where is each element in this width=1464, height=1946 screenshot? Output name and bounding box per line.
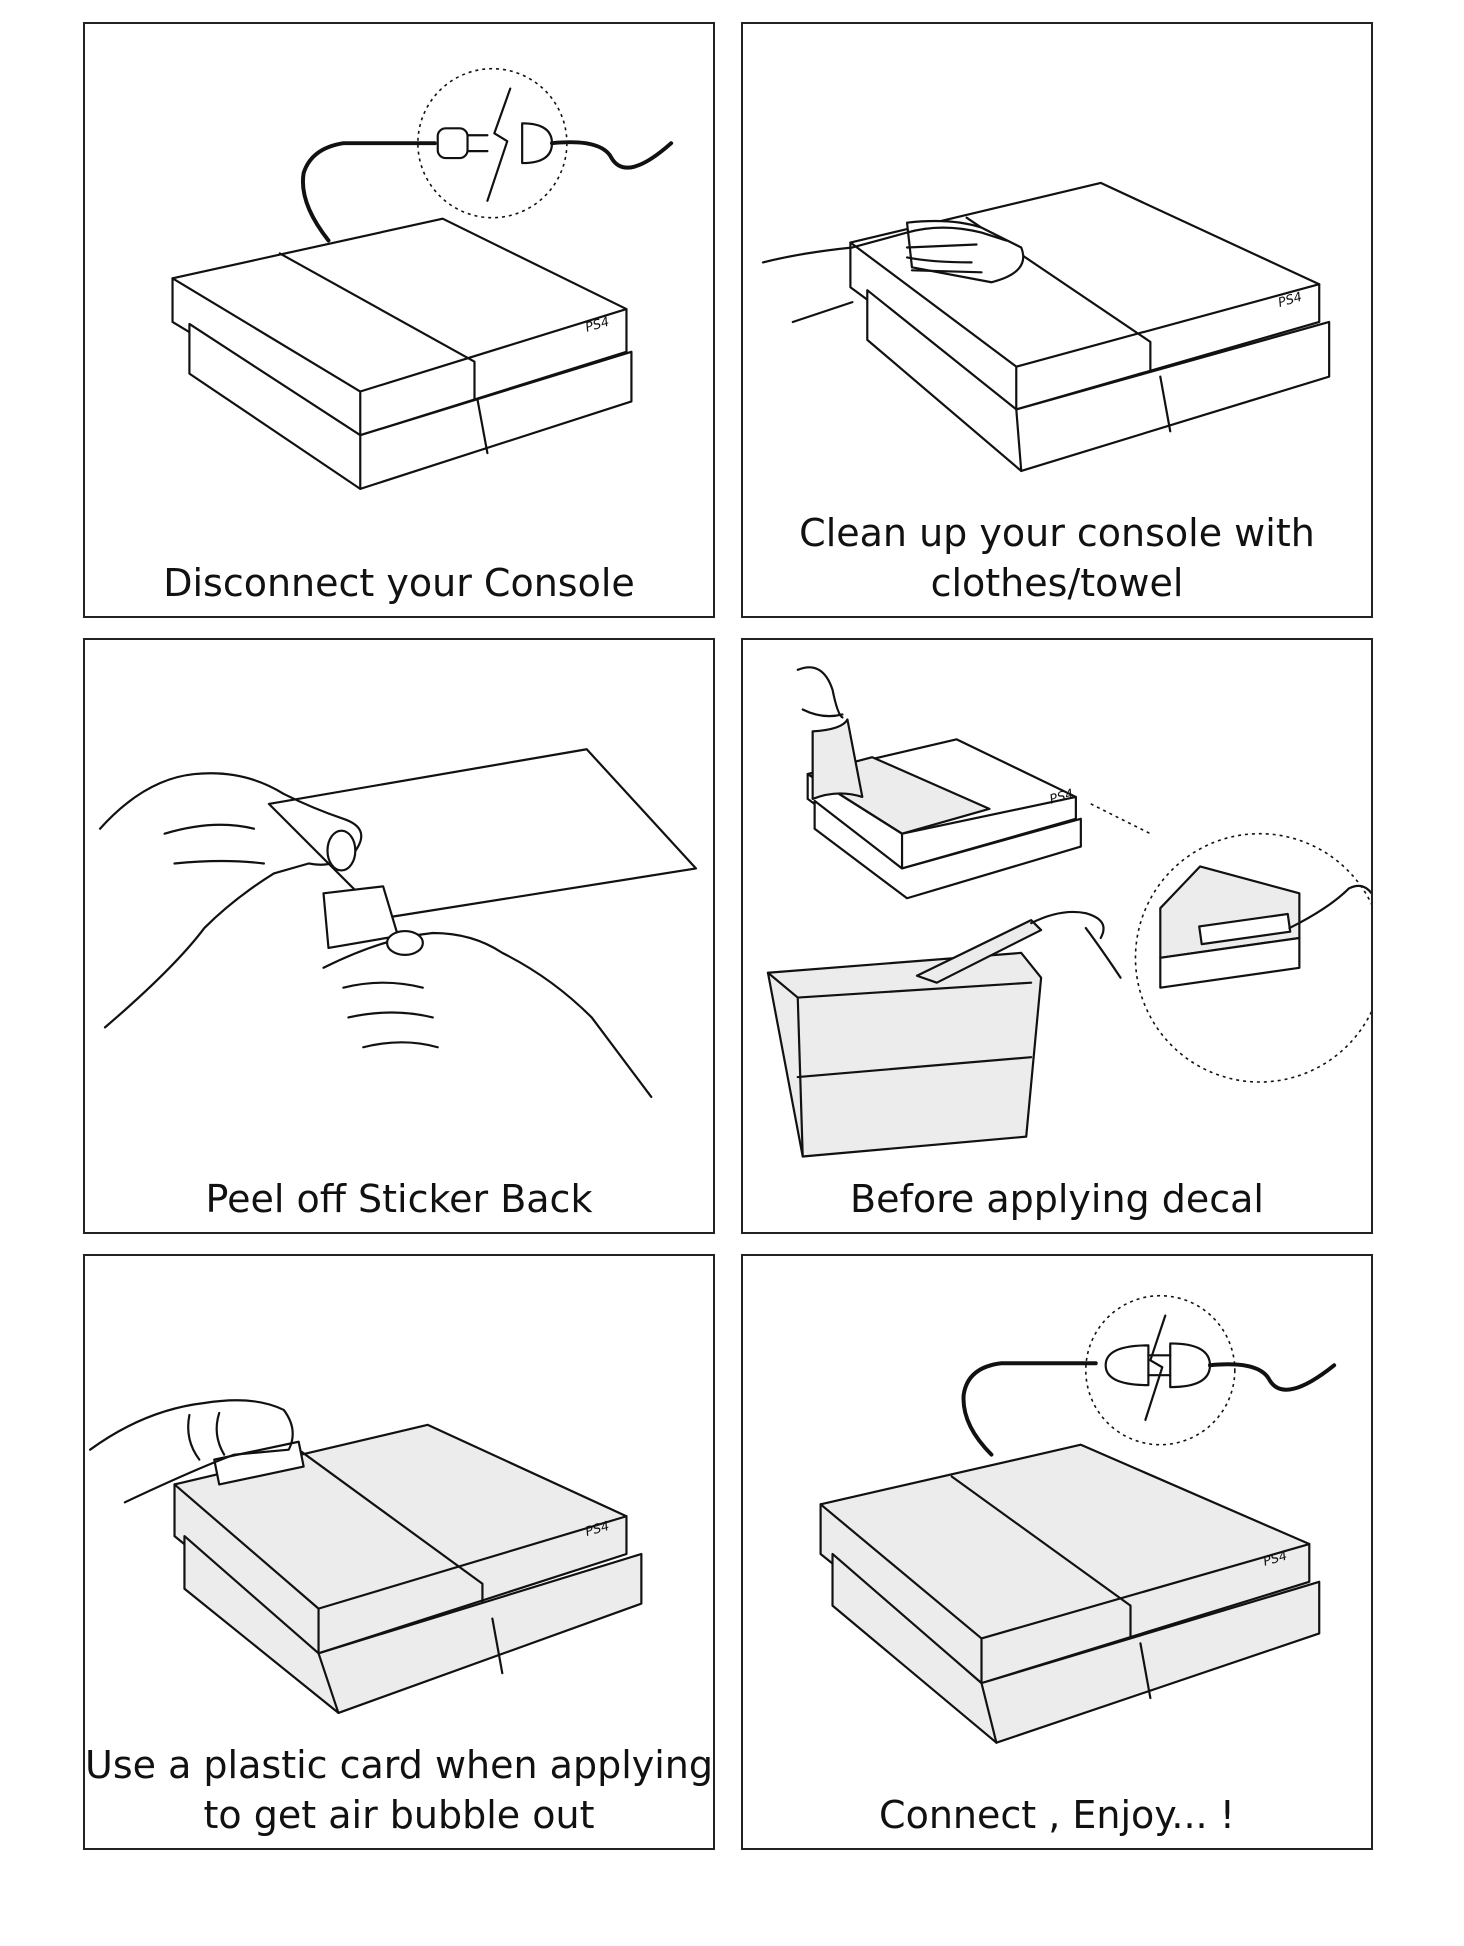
plug-in-icon: PS4: [819, 1294, 1337, 1744]
step-1-panel: PS4 Disconnect your Console: [83, 22, 715, 618]
step-2-panel: PS4 Clean up your console with clothes/t…: [741, 22, 1373, 618]
step-3-panel: Peel off Sticker Back: [83, 638, 715, 1234]
plastic-card-icon: PS4: [88, 1399, 643, 1715]
step-5-caption: Use a plastic card when applying to get …: [85, 1743, 714, 1837]
wipe-hand-icon: PS4: [761, 181, 1331, 473]
console-illustration: PS4: [171, 217, 633, 490]
step-6-panel: PS4 Connect , Enjoy... !: [741, 1254, 1373, 1850]
svg-text:PS4: PS4: [1262, 1549, 1289, 1570]
decal-strip: [915, 919, 1043, 984]
svg-text:PS4: PS4: [1048, 787, 1075, 808]
plastic-card: [213, 1440, 305, 1486]
align-decal-icon: PS4: [766, 666, 1371, 1158]
console-illustration: PS4: [173, 1423, 643, 1715]
step-4-caption: Before applying decal: [850, 1177, 1264, 1221]
decal-box: [766, 951, 1043, 1158]
svg-text:PS4: PS4: [584, 1519, 611, 1540]
step-3-caption: Peel off Sticker Back: [205, 1177, 593, 1221]
peel-sticker-icon: [98, 748, 698, 1099]
console-illustration: PS4: [819, 1443, 1321, 1744]
svg-text:PS4: PS4: [1276, 290, 1303, 311]
step-6-caption: Connect , Enjoy... !: [879, 1793, 1235, 1837]
step-5-panel: PS4 Use a plastic card when applying to …: [83, 1254, 715, 1850]
svg-text:PS4: PS4: [584, 315, 611, 336]
step-2-caption: Clean up your console with clothes/towel: [799, 511, 1315, 605]
step-4-panel: PS4 Before applying decal: [741, 638, 1373, 1234]
sticker-backing: [322, 885, 400, 950]
step-1-caption: Disconnect your Console: [163, 561, 635, 605]
sticker-sheet: [267, 748, 698, 920]
unplug-icon: PS4: [171, 67, 674, 490]
